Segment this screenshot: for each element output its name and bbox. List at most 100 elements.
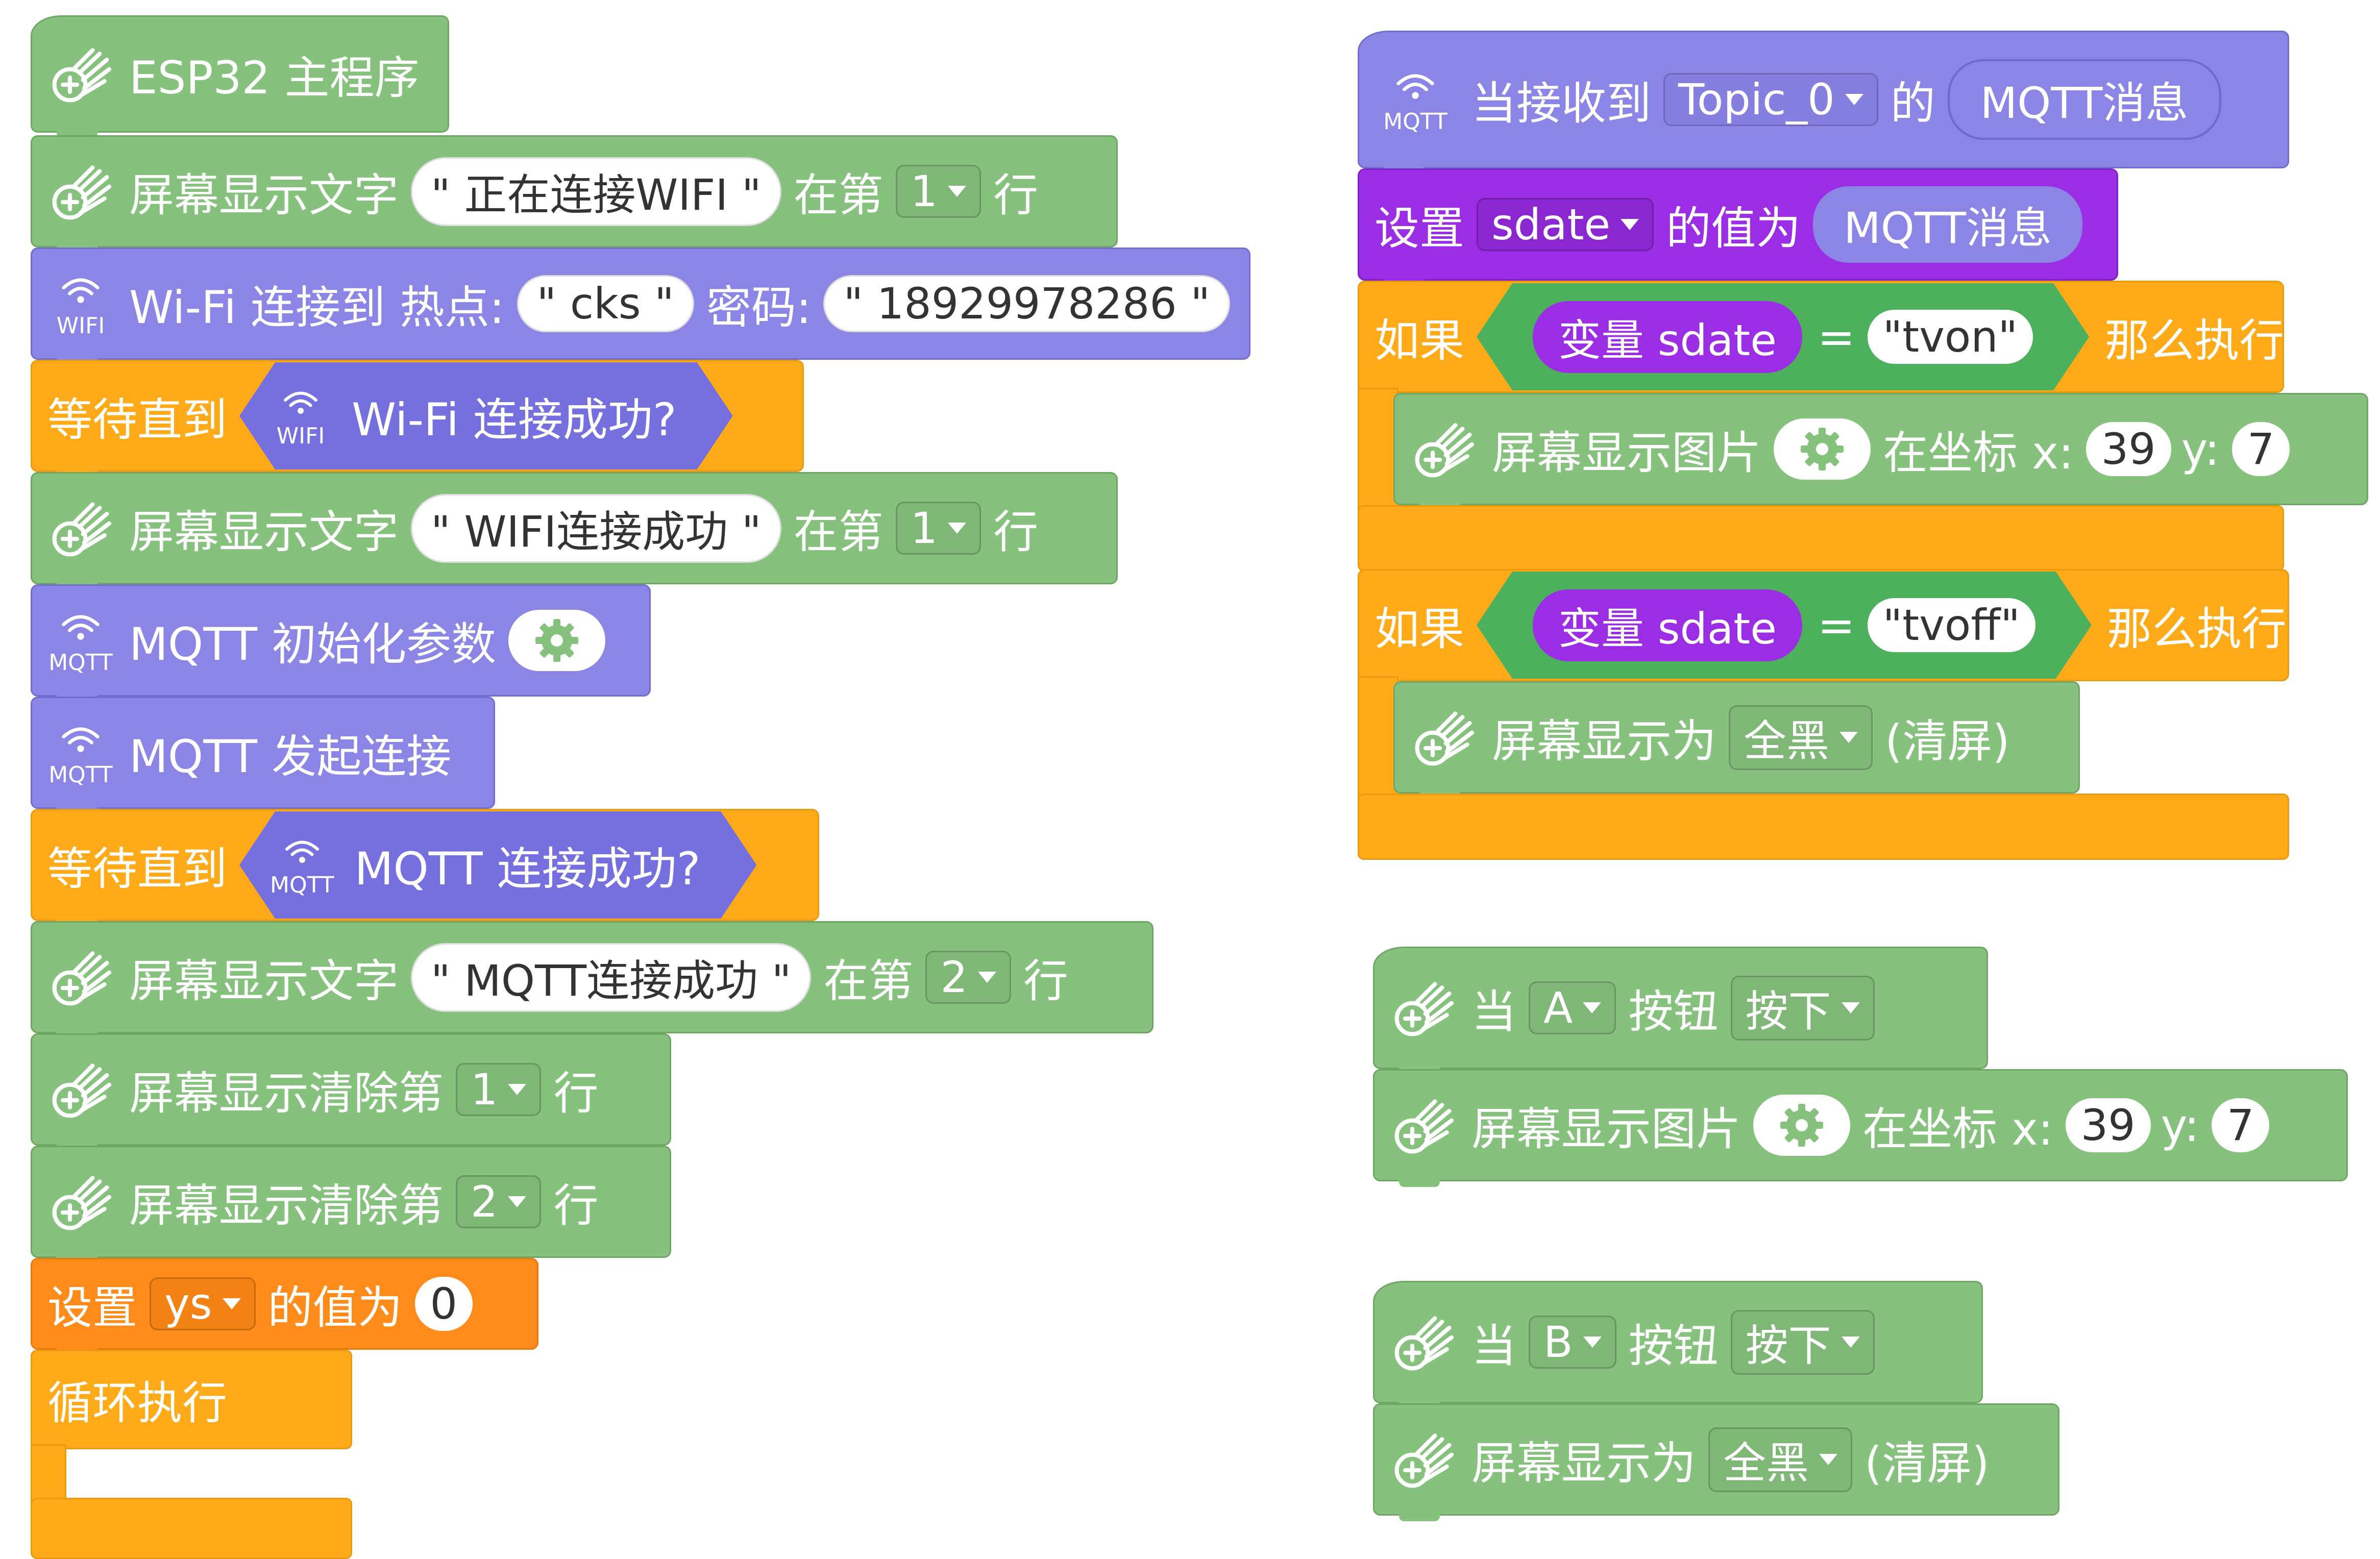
wait-until-wifi-block[interactable]: 等待直到 WIFI Wi-Fi 连接成功? [31,360,804,478]
x-input[interactable]: 39 [2065,1098,2151,1152]
gear-icon[interactable] [1753,1095,1851,1156]
compare-value-tvoff[interactable]: "tvoff" [1868,598,2035,652]
gear-icon[interactable] [508,610,606,671]
show-image-label: 屏幕显示图片 [1492,426,1762,479]
display-text-block-wifi-ok[interactable]: 屏幕显示文字 " WIFI连接成功 " 在第 1 行 [31,472,1118,590]
if-tvon-block[interactable]: 如果 变量 sdate = "tvon" 那么执行 [1358,281,2284,393]
mqtt-connect-block[interactable]: MQTT MQTT 发起连接 [31,697,495,814]
wifi-connect-block[interactable]: WIFI Wi-Fi 连接到 热点: " cks " 密码: " 1892997… [31,248,1250,365]
clear-row-block-2[interactable]: 屏幕显示清除第 2 行 [31,1146,671,1264]
variable-dropdown-sdate[interactable]: sdate [1477,198,1654,251]
clear-row-label: 屏幕显示清除第 [129,1067,444,1120]
value-input-zero[interactable]: 0 [414,1277,473,1331]
button-b-hat-block[interactable]: 当 B 按钮 按下 [1373,1281,1983,1409]
row-dropdown[interactable]: 2 [925,951,1011,1004]
password-input[interactable]: " 18929978286 " [823,275,1231,332]
mqtt-connected-condition[interactable]: MQTT MQTT 连接成功? [239,811,756,919]
password-label: 密码: [706,281,812,334]
if-tvoff-block[interactable]: 如果 变量 sdate = "tvoff" 那么执行 [1358,569,2289,681]
forever-loop-block[interactable]: 循环执行 [31,1350,352,1449]
value-is-label: 的值为 [1666,202,1801,255]
display-text-label: 屏幕显示文字 [129,168,399,221]
esp32-main-hat-block[interactable]: ESP32 主程序 [31,15,449,138]
set-sdate-block[interactable]: 设置 sdate 的值为 MQTT消息 [1358,168,2118,286]
row-suffix: 行 [1023,954,1068,1007]
fill-dropdown[interactable]: 全黑 [1708,1427,1853,1492]
variable-name: ys [164,1279,212,1329]
at-row-label: 在第 [823,954,914,1007]
display-text-block-mqtt-ok[interactable]: 屏幕显示文字 " MQTT连接成功 " 在第 2 行 [31,921,1154,1039]
mqtt-connect-label: MQTT 发起连接 [129,730,452,783]
compare-value-tvon[interactable]: "tvon" [1868,310,2033,364]
then-do-label: 那么执行 [2104,314,2285,367]
topic-dropdown[interactable]: Topic_0 [1663,73,1878,126]
when-label: 当 [1471,1319,1517,1372]
ssid-input[interactable]: " cks " [517,275,694,332]
display-text-label: 屏幕显示文字 [129,954,399,1007]
mqtt-init-block[interactable]: MQTT MQTT 初始化参数 [31,584,651,702]
y-input[interactable]: 7 [2211,1098,2270,1152]
dropdown-caret-icon [1841,1337,1860,1348]
row-dropdown[interactable]: 1 [456,1063,542,1116]
row-value: 2 [471,1177,498,1227]
on-receive-label: 当接收到 [1471,77,1652,130]
button-a-hat-block[interactable]: 当 A 按钮 按下 [1373,947,1988,1075]
row-suffix: 行 [553,1179,599,1232]
wait-until-label: 等待直到 [47,842,228,895]
equals-condition-tvon[interactable]: 变量 sdate = "tvon" [1477,283,2089,390]
dropdown-caret-icon [948,523,967,534]
display-hand-icon [32,923,129,1032]
mqtt-icon: MQTT [1359,32,1471,167]
display-hand-icon [32,1035,129,1144]
variable-reporter-sdate[interactable]: 变量 sdate [1533,589,1802,661]
show-image-block[interactable]: 屏幕显示图片 在坐标 x: 39 y: 7 [1373,1069,2348,1187]
mqtt-receive-hat-block[interactable]: MQTT 当接收到 Topic_0 的 MQTT消息 [1358,31,2289,174]
row-dropdown[interactable]: 1 [895,502,982,555]
set-label: 设置 [47,1281,138,1334]
row-dropdown[interactable]: 2 [456,1175,542,1228]
display-hand-icon [1395,394,1492,504]
press-value: 按下 [1745,1320,1831,1371]
press-dropdown[interactable]: 按下 [1730,1309,1875,1375]
equals-sign: = [1817,599,1855,652]
mqtt-message-label: MQTT消息 [1844,203,2052,253]
text-input-mqtt-ok[interactable]: " MQTT连接成功 " [411,943,812,1012]
press-value: 按下 [1745,986,1831,1036]
wait-until-mqtt-block[interactable]: 等待直到 MQTT MQTT 连接成功? [31,809,819,927]
dropdown-caret-icon [1583,1337,1602,1348]
text-input-wifi-ok[interactable]: " WIFI连接成功 " [411,493,781,563]
wifi-connected-condition[interactable]: WIFI Wi-Fi 连接成功? [239,362,733,469]
button-dropdown-a[interactable]: A [1529,981,1616,1034]
screen-show-as-block[interactable]: 屏幕显示为 全黑 (清屏) [1393,681,2080,799]
main-program-label: ESP32 主程序 [129,51,420,104]
equals-condition-tvoff[interactable]: 变量 sdate = "tvoff" [1477,572,2092,679]
gear-icon[interactable] [1774,418,1871,480]
button-dropdown-b[interactable]: B [1529,1316,1616,1369]
row-suffix: 行 [993,505,1039,558]
display-hand-icon [1375,948,1471,1068]
text-input-connecting[interactable]: " 正在连接WIFI " [411,157,781,226]
screen-show-as-block[interactable]: 屏幕显示为 全黑 (清屏) [1373,1403,2059,1521]
variable-dropdown-ys[interactable]: ys [150,1277,256,1330]
clear-screen-label: (清屏) [1885,714,2010,768]
mqtt-message-reporter[interactable]: MQTT消息 [1947,59,2221,140]
display-text-block-connecting[interactable]: 屏幕显示文字 " 正在连接WIFI " 在第 1 行 [31,135,1118,253]
row-suffix: 行 [993,168,1039,221]
row-dropdown[interactable]: 1 [895,165,982,218]
row-value: 1 [910,166,938,216]
mqtt-connected-label: MQTT 连接成功? [354,842,701,895]
fill-dropdown[interactable]: 全黑 [1729,705,1873,770]
coord-y-label: y: [2161,1099,2199,1152]
mqtt-message-reporter[interactable]: MQTT消息 [1813,186,2082,263]
row-value: 2 [940,952,968,1002]
variable-reporter-sdate[interactable]: 变量 sdate [1533,301,1802,373]
x-input[interactable]: 39 [2085,422,2171,476]
button-label: 按钮 [1628,985,1719,1038]
mqtt-icon: MQTT [270,832,334,898]
press-dropdown[interactable]: 按下 [1730,975,1875,1041]
dropdown-caret-icon [1819,1454,1838,1465]
set-ys-block[interactable]: 设置 ys 的值为 0 [31,1258,538,1355]
y-input[interactable]: 7 [2231,422,2290,476]
show-image-block[interactable]: 屏幕显示图片 在坐标 x: 39 y: 7 [1393,393,2368,511]
clear-row-block-1[interactable]: 屏幕显示清除第 1 行 [31,1033,671,1151]
